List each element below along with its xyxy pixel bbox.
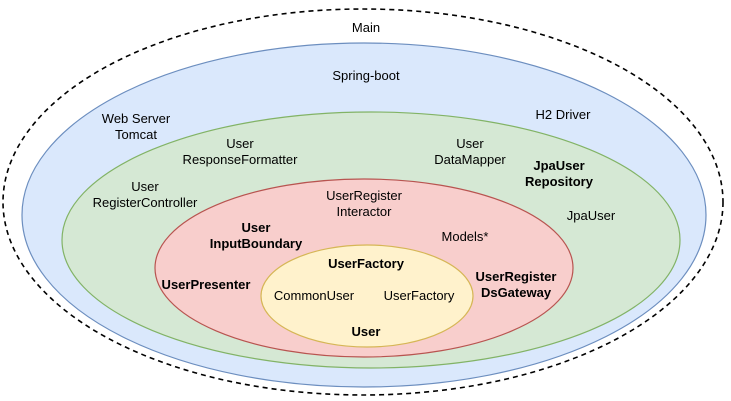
label-user-register-controller: User RegisterController [92, 179, 198, 210]
label-user: User [351, 324, 381, 339]
label-user-presenter: UserPresenter [161, 277, 251, 292]
label-main: Main [351, 20, 381, 35]
label-user-factory-inner: UserFactory [383, 288, 455, 303]
label-jpa-user: JpaUser [566, 208, 616, 223]
ellipse-entities [260, 244, 474, 348]
label-models: Models* [441, 229, 489, 244]
label-user-register-interactor: UserRegister Interactor [326, 188, 402, 219]
label-user-input-boundary: User InputBoundary [209, 220, 303, 251]
label-user-register-ds-gateway: UserRegister DsGateway [475, 269, 557, 300]
label-common-user: CommonUser [273, 288, 355, 303]
label-spring-boot: Spring-boot [332, 68, 400, 83]
label-user-data-mapper: User DataMapper [434, 136, 506, 167]
label-jpa-user-repository: JpaUser Repository [525, 158, 593, 189]
label-web-server-tomcat: Web Server Tomcat [101, 111, 171, 142]
label-user-factory-top: UserFactory [328, 256, 404, 271]
label-h2-driver: H2 Driver [535, 107, 591, 122]
label-user-response-formatter: User ResponseFormatter [182, 136, 298, 167]
ellipse-main-dashed [2, 8, 724, 396]
